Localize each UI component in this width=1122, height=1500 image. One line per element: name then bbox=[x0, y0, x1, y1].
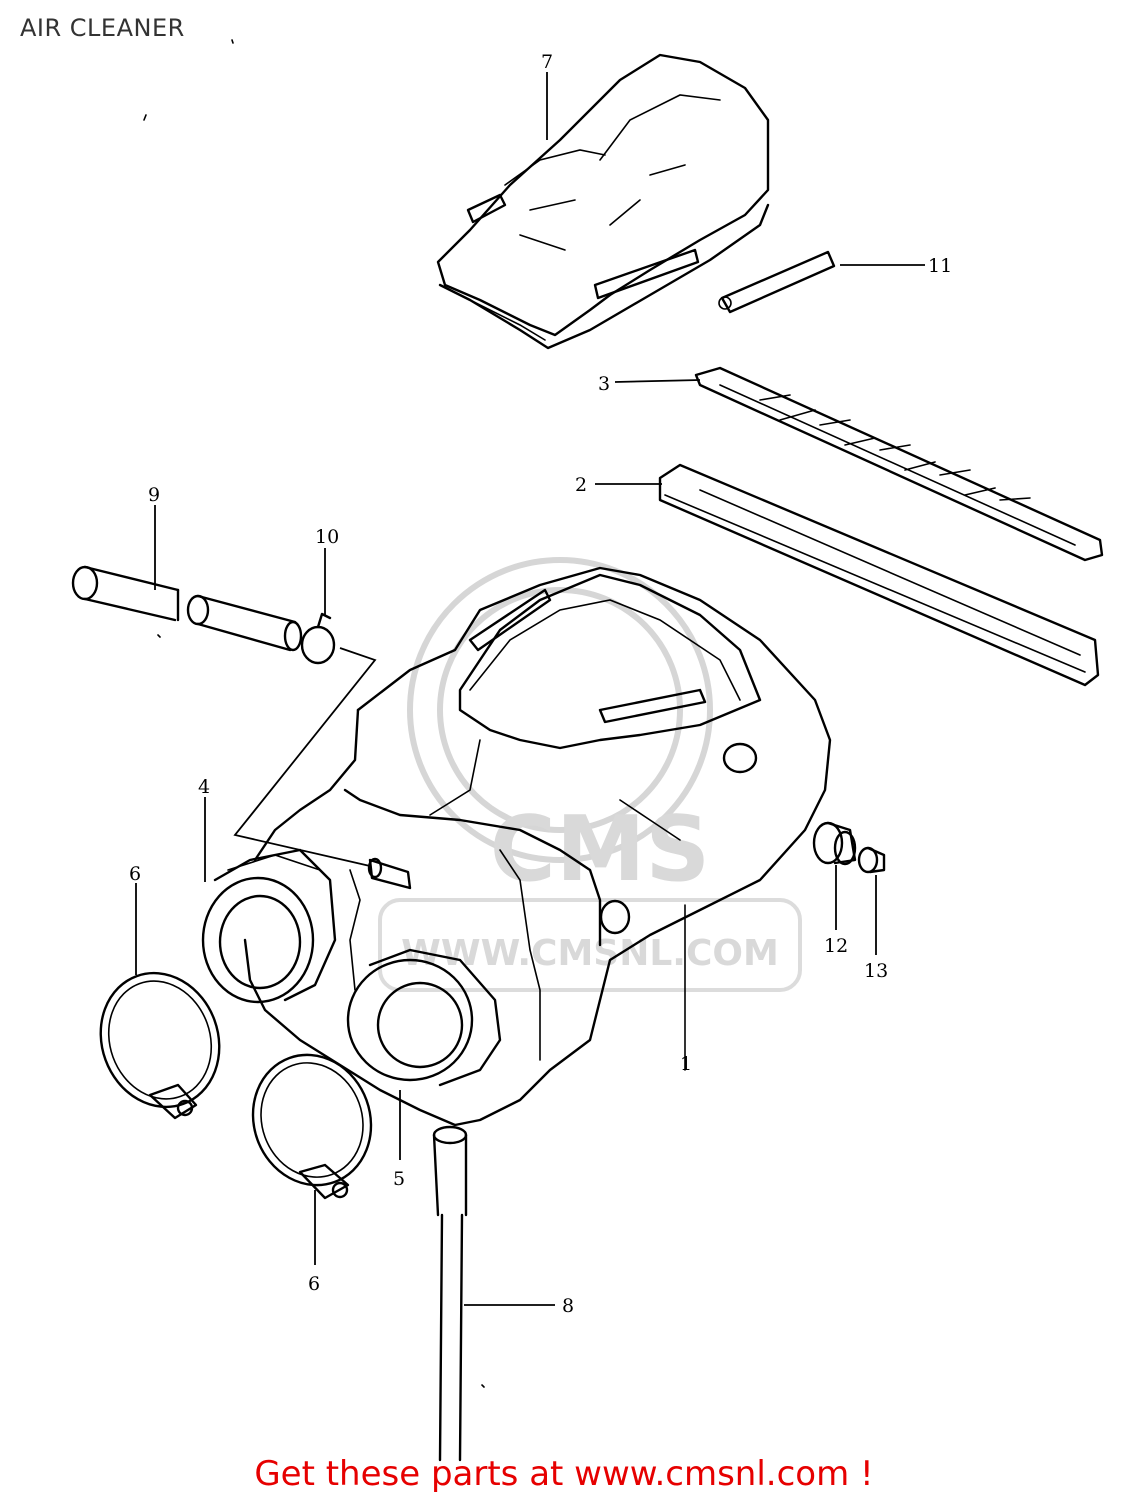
watermark: CMS WWW.CMSNL.COM bbox=[378, 557, 802, 992]
part-7-cap bbox=[436, 53, 770, 350]
callout-9: 9 bbox=[148, 484, 160, 506]
callout-3: 3 bbox=[598, 373, 610, 395]
callouts: 7 11 3 2 9 10 4 6 5 6 1 12 13 8 bbox=[129, 51, 952, 1317]
part-8-drain-tube bbox=[432, 1125, 468, 1462]
part-3-frame bbox=[694, 366, 1104, 562]
footer-link[interactable]: Get these parts at www.cmsnl.com ! bbox=[0, 1454, 1122, 1494]
connection-line bbox=[233, 647, 377, 867]
callout-8: 8 bbox=[562, 1295, 574, 1317]
part-11-pin bbox=[718, 250, 836, 314]
watermark-url: WWW.CMSNL.COM bbox=[401, 933, 779, 974]
callout-6-upper: 6 bbox=[129, 863, 141, 885]
footer-text[interactable]: Get these parts at www.cmsnl.com ! bbox=[254, 1454, 874, 1494]
part-6-clamp-lower bbox=[251, 1053, 373, 1200]
callout-13: 13 bbox=[864, 960, 888, 982]
callout-7: 7 bbox=[541, 51, 553, 73]
page-title: AIR CLEANER bbox=[20, 14, 185, 42]
callout-4: 4 bbox=[198, 776, 210, 798]
part-6-clamp-upper bbox=[99, 971, 221, 1120]
part-12-grommet bbox=[812, 821, 857, 866]
callout-5: 5 bbox=[393, 1168, 405, 1190]
callout-1: 1 bbox=[680, 1053, 692, 1075]
watermark-brand: CMS bbox=[490, 797, 710, 902]
part-1-box bbox=[243, 566, 832, 1127]
callout-11: 11 bbox=[928, 255, 952, 277]
scan-specks bbox=[143, 39, 485, 1388]
part-10-clip bbox=[300, 612, 336, 665]
callout-2: 2 bbox=[575, 474, 587, 496]
part-2-element bbox=[658, 463, 1100, 687]
part-13-collar bbox=[857, 846, 886, 874]
part-9-hose bbox=[71, 565, 303, 652]
callout-6-lower: 6 bbox=[308, 1273, 320, 1295]
part-4-inlet bbox=[201, 848, 337, 1004]
part-5-inlet bbox=[346, 948, 502, 1087]
callout-12: 12 bbox=[824, 935, 848, 957]
breather-nipple bbox=[367, 857, 412, 890]
callout-10: 10 bbox=[315, 526, 339, 548]
